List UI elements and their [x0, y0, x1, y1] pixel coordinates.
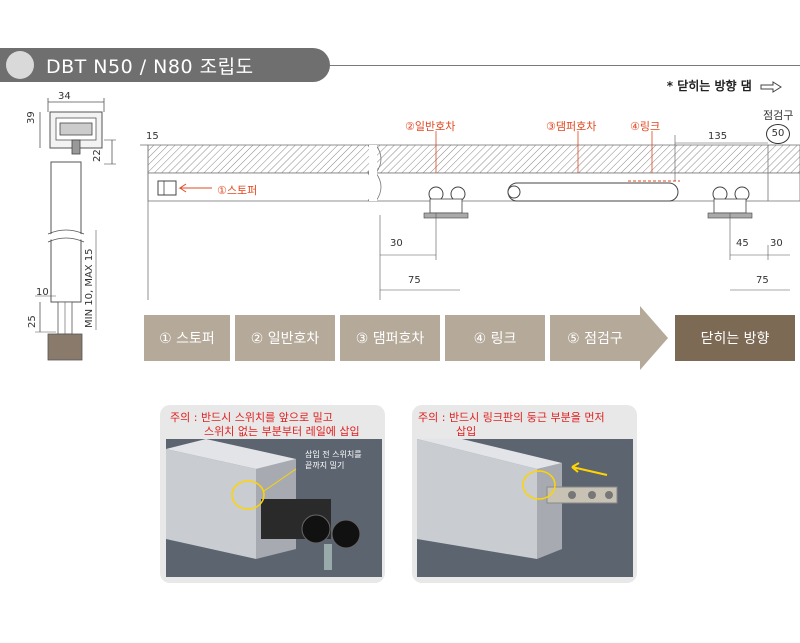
dim-25: 25 — [27, 315, 38, 328]
dim-15: 15 — [146, 131, 159, 142]
step-inspection: ⑤ 점검구 — [567, 331, 623, 347]
left-photo-label2: 끝까지 밀기 — [305, 461, 345, 470]
left-photo-panel: 주의 : 반드시 스위치를 앞으로 밀고 스위치 없는 부분부터 레일에 삽입 … — [160, 405, 385, 583]
step-arrow-shape — [550, 306, 668, 370]
step-closing-direction: 닫히는 방향 — [675, 315, 795, 361]
page-title: DBT N50 / N80 조립도 — [46, 56, 254, 78]
right-assembly-photo — [417, 439, 633, 577]
left-photo-caption: 삽입 전 스위치를 끝까지 밀기 — [305, 449, 362, 471]
dim-top: 39 — [26, 111, 37, 124]
dim-75-right: 75 — [756, 275, 769, 286]
callout-stopper: ①스토퍼 — [217, 184, 258, 197]
dim-30-left: 30 — [390, 238, 403, 249]
closing-direction-note: * 닫히는 방향 댐 — [667, 77, 782, 94]
right-note-line1: 주의 : 반드시 링크판의 둥근 부분을 먼저 — [418, 411, 605, 424]
callout-damper-roller: ③댐퍼호차 — [546, 120, 597, 133]
closing-direction-label: * 닫히는 방향 댐 — [666, 79, 752, 93]
front-view-drawing — [140, 131, 800, 300]
left-photo-label1: 삽입 전 스위치를 — [305, 450, 362, 459]
callout-link: ④링크 — [630, 120, 661, 133]
dim-45: 45 — [736, 238, 749, 249]
step-link: ④ 링크 — [445, 315, 545, 361]
left-note-line2: 스위치 없는 부분부터 레일에 삽입 — [204, 425, 360, 438]
callout-normal-roller: ②일반호차 — [405, 120, 456, 133]
left-assembly-photo — [166, 439, 382, 577]
title-bar — [0, 48, 330, 82]
dim-width: 34 — [58, 91, 71, 102]
arrow-right-icon — [760, 80, 782, 93]
dim-135: 135 — [708, 131, 728, 142]
dim-30-right: 30 — [770, 238, 783, 249]
inspection-label: 점검구 — [763, 109, 794, 122]
dim-10: 10 — [36, 287, 49, 298]
step-stopper: ① 스토퍼 — [144, 315, 230, 361]
right-note-line2: 삽입 — [456, 425, 477, 438]
title-divider — [330, 65, 800, 66]
dim-75-left: 75 — [408, 275, 421, 286]
title-bullet-icon — [6, 51, 34, 79]
left-note-line1: 주의 : 반드시 스위치를 앞으로 밀고 — [170, 411, 333, 424]
inspection-value: 50 — [766, 124, 790, 144]
step-damper-roller: ③ 댐퍼호차 — [340, 315, 440, 361]
step-normal-roller: ② 일반호차 — [235, 315, 335, 361]
dim-22: 22 — [92, 149, 103, 162]
right-photo-panel: 주의 : 반드시 링크판의 둥근 부분을 먼저 삽입 — [412, 405, 637, 583]
side-view-drawing — [35, 98, 116, 361]
dim-range: MIN 10, MAX 15 — [84, 248, 95, 328]
